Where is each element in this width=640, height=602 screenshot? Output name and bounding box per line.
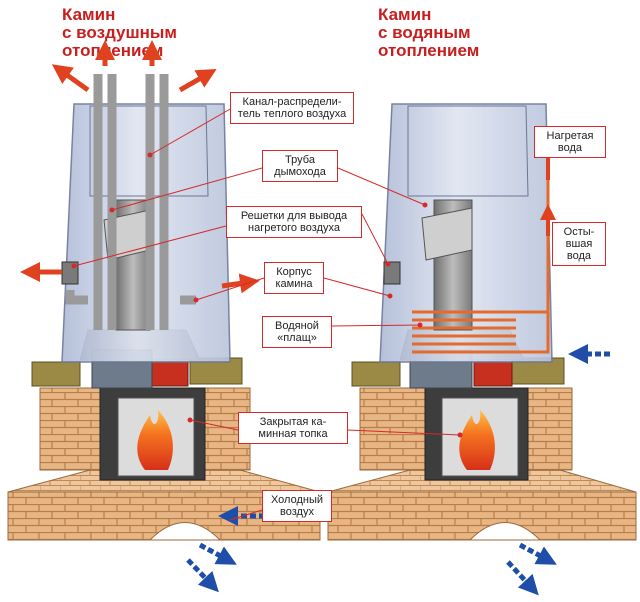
leader-grates-right <box>361 213 389 265</box>
label-line: тель теплого воздуха <box>237 108 347 120</box>
label-water-jacket: Водяной «плащ» <box>262 316 332 348</box>
hot-air-arrow <box>178 69 217 93</box>
air-inlet-opening <box>148 522 222 541</box>
label-line: Нагретая <box>546 130 594 142</box>
label-line: вода <box>566 250 592 262</box>
hot-air-arrow <box>221 273 260 294</box>
leader-grates-left <box>73 225 227 267</box>
label-line: Холодный <box>270 494 324 506</box>
label-cold-air: Холодный воздух <box>262 490 332 522</box>
brick-pillar-left <box>39 387 101 471</box>
leader-firebox-right <box>347 429 461 436</box>
label-air-grates: Решетки для вывода нагретого воздуха <box>226 206 362 238</box>
label-cooled-water: Осты- вшая вода <box>552 222 606 266</box>
flame <box>459 410 495 470</box>
label-line: «плащ» <box>277 332 317 344</box>
casing-inner-frame <box>407 105 529 197</box>
label-line: вода <box>557 142 583 154</box>
heat-exchanger <box>149 361 189 387</box>
chimney-elbow <box>421 207 473 261</box>
leader-chimney-left <box>111 167 263 211</box>
side-duct-left <box>65 290 88 305</box>
hearth-front <box>7 491 321 541</box>
label-line: дымохода <box>274 166 326 178</box>
flame <box>137 410 173 470</box>
label-chimney-pipe: Труба дымохода <box>262 150 338 182</box>
leader-body-right <box>323 277 391 297</box>
label-line: Канал-распредели- <box>242 96 342 108</box>
label-line: Корпус <box>276 266 312 278</box>
leader-cold-air <box>229 509 263 521</box>
label-line: Осты- <box>563 226 595 238</box>
brick-pillar-right <box>527 387 573 471</box>
label-hot-water: Нагретая вода <box>534 126 606 158</box>
leader-lines <box>71 107 549 521</box>
air-fireplace <box>7 40 321 593</box>
air-grate-left <box>383 261 401 285</box>
label-line: вшая <box>565 238 593 250</box>
leader-channel <box>149 107 233 156</box>
label-line: Решетки для вывода <box>240 210 348 222</box>
title-water-heating: Камин с водяным отоплением <box>378 6 479 60</box>
title-air-heating: Камин с воздушным отоплением <box>62 6 177 60</box>
heat-exchanger <box>473 361 513 387</box>
water-fireplace <box>327 103 637 596</box>
title-line: отоплением <box>378 41 480 60</box>
label-line: нагретого воздуха <box>248 222 340 234</box>
label-line: Водяной <box>275 320 319 332</box>
cold-air-arrow <box>506 560 539 596</box>
title-line: с водяным <box>378 23 471 42</box>
leader-jacket <box>331 324 421 327</box>
brick-pillar-left <box>359 387 426 471</box>
label-line: Труба <box>285 154 315 166</box>
title-line: Камин <box>378 5 432 24</box>
title-line: Камин <box>62 5 116 24</box>
hearth-front <box>327 491 637 541</box>
label-line: Закрытая ка- <box>259 416 327 428</box>
leader-body-left <box>195 277 265 301</box>
label-line: камина <box>275 278 313 290</box>
air-inlet-opening <box>468 522 542 541</box>
label-line: воздух <box>280 506 314 518</box>
cooled-water-pipe <box>516 220 550 354</box>
cold-air-arrow <box>186 558 219 593</box>
hot-air-arrow <box>51 64 90 93</box>
leader-firebox-left <box>189 419 239 431</box>
warm-air-duct-left <box>93 74 117 330</box>
label-closed-firebox: Закрытая ка- минная топка <box>238 412 348 444</box>
label-warm-air-channel: Канал-распредели- тель теплого воздуха <box>230 92 354 124</box>
cold-air-arrow <box>198 542 237 565</box>
water-jacket-coil <box>412 310 516 354</box>
warm-air-duct-right <box>145 74 169 330</box>
wood-beam-left <box>351 361 401 387</box>
leader-chimney-right <box>337 167 426 206</box>
label-fireplace-body: Корпус камина <box>264 262 324 294</box>
title-line: с воздушным <box>62 23 177 42</box>
wood-beam-left <box>31 361 81 387</box>
label-line: минная топка <box>258 428 328 440</box>
cold-air-arrow <box>518 542 557 565</box>
